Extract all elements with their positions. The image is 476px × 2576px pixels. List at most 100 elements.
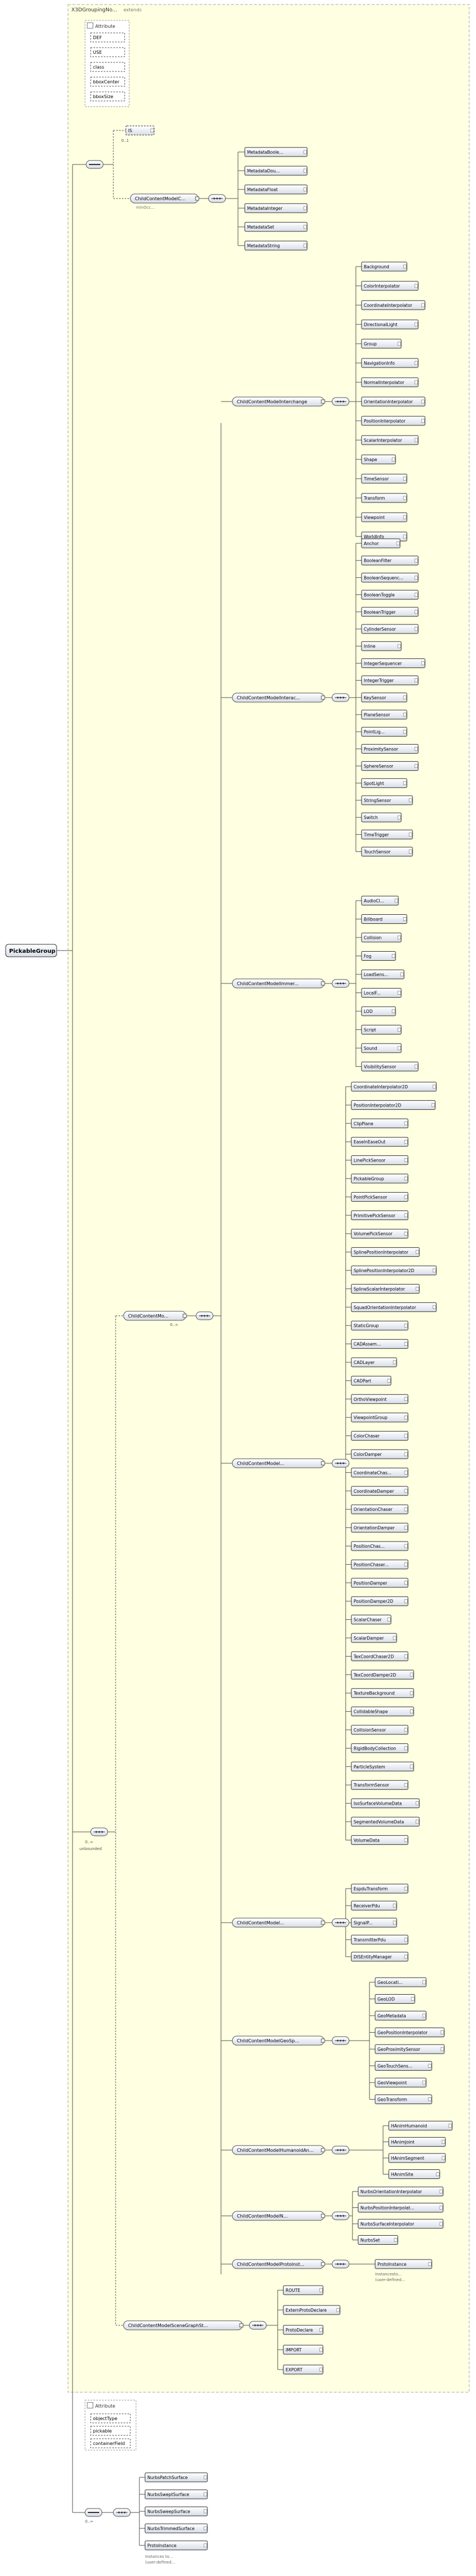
group-2-item-spheresensor[interactable]: SphereSensor xyxy=(361,761,419,771)
group-4-item-isosurfacevolumedata-expand-icon[interactable] xyxy=(415,1801,419,1805)
group-4-item-linepicksensor-expand-icon[interactable] xyxy=(404,1158,408,1162)
group-6-item-geoviewpoint[interactable]: GeoViewpoint xyxy=(375,2077,427,2088)
group-3-item-visibilitysensor-expand-icon[interactable] xyxy=(414,1065,418,1069)
group-4-item-volumepicksensor[interactable]: VolumePickSensor xyxy=(351,1228,409,1239)
group-6-item-geotouchsens[interactable]: GeoTouchSens... xyxy=(375,2061,432,2071)
group-4-item-viewpointgroup[interactable]: ViewpointGroup xyxy=(351,1412,409,1422)
metadata-item-metadatastring-expand-icon[interactable] xyxy=(303,243,307,248)
metadata-item-metadatadou-expand-icon[interactable] xyxy=(303,168,307,173)
group-4-item-texcoordchaser2d[interactable]: TexCoordChaser2D xyxy=(351,1651,409,1661)
group-6-item-geolocati[interactable]: GeoLocati... xyxy=(375,1977,427,1987)
group-5-item-espdutransform[interactable]: EspduTransform xyxy=(351,1884,409,1894)
group-4-item-coordinatechas-expand-icon[interactable] xyxy=(404,1471,408,1475)
group-2-item-stringsensor-expand-icon[interactable] xyxy=(409,798,413,803)
group-4-item-volumedata-expand-icon[interactable] xyxy=(404,1838,408,1842)
group-4-item-orientationchaser-expand-icon[interactable] xyxy=(404,1507,408,1511)
group-1-item-orientationinterpolator-expand-icon[interactable] xyxy=(421,399,425,404)
group-3-item-billboard-expand-icon[interactable] xyxy=(403,917,407,921)
group-7-item-hanimjoint-expand-icon[interactable] xyxy=(441,2140,445,2144)
group-4-item-clipplane-expand-icon[interactable] xyxy=(404,1121,408,1126)
group-1-item-timesensor-expand-icon[interactable] xyxy=(403,476,407,481)
group-2-item-planesensor[interactable]: PlaneSensor xyxy=(361,710,407,720)
group-3-item-billboard[interactable]: Billboard xyxy=(361,914,407,924)
group-4-item-rigidbodycollection-expand-icon[interactable] xyxy=(404,1746,408,1750)
group-4-item-pointpicksensor-expand-icon[interactable] xyxy=(404,1195,408,1199)
group-8-item-nurbssurfaceinterpolator[interactable]: NurbsSurfaceInterpolator xyxy=(358,2219,444,2229)
group-5-item-signalp[interactable]: SignalP... xyxy=(351,1918,397,1928)
group-1-item-orientationinterpolator[interactable]: OrientationInterpolator xyxy=(361,396,426,407)
group-4-item-cadassem-expand-icon[interactable] xyxy=(404,1342,408,1346)
group-4-item-coordinatechas[interactable]: CoordinateChas... xyxy=(351,1467,409,1477)
group-4-item-squadorientationinterpolator[interactable]: SquadOrientationInterpolator xyxy=(351,1302,437,1312)
metadata-group-expand-icon[interactable] xyxy=(195,196,199,201)
is-element-expand-icon[interactable] xyxy=(150,128,154,133)
group-1-item-group-expand-icon[interactable] xyxy=(397,341,401,346)
group-2-item-booleansequenc-expand-icon[interactable] xyxy=(414,576,418,580)
scenegraph-item-route[interactable]: ROUTE xyxy=(283,2285,324,2295)
metadata-item-metadatastring[interactable]: MetadataString xyxy=(244,240,308,251)
metadata-item-metadatafloat[interactable]: MetadataFloat xyxy=(244,184,308,195)
group-2-item-planesensor-expand-icon[interactable] xyxy=(403,712,407,717)
group-4-item-collidableshape[interactable]: CollidableShape xyxy=(351,1707,414,1717)
metadata-group[interactable]: ChildContentModelC... xyxy=(130,193,199,204)
group-4-item-viewpointgroup-expand-icon[interactable] xyxy=(404,1415,408,1420)
group-3-expand-icon[interactable] xyxy=(321,981,325,986)
bottom-item-nurbspatchsurface-expand-icon[interactable] xyxy=(203,2475,207,2480)
group-4-item-collisionsensor-expand-icon[interactable] xyxy=(404,1728,408,1732)
group-2-item-booleantrigger-expand-icon[interactable] xyxy=(414,610,418,614)
group-2-item-inline[interactable]: Inline xyxy=(361,641,402,651)
group-4-item-splinescalarinterpolator[interactable]: SplineScalarInterpolator xyxy=(351,1283,420,1294)
group-1-item-scalarinterpolator[interactable]: ScalarInterpolator xyxy=(361,435,419,445)
group-3-item-audiocl-expand-icon[interactable] xyxy=(394,898,398,903)
group-4-item-positioninterpolator2d[interactable]: PositionInterpolator2D xyxy=(351,1100,436,1110)
group-4-item-colordamper[interactable]: ColorDamper xyxy=(351,1449,409,1459)
group-2-item-pointlig-expand-icon[interactable] xyxy=(403,729,407,734)
scenegraph-group-expand-icon[interactable] xyxy=(239,2323,244,2328)
group-4-item-particlesystem-expand-icon[interactable] xyxy=(410,1764,414,1769)
group-8-expand-icon[interactable] xyxy=(321,2214,325,2218)
group-2-item-booleantrigger[interactable]: BooleanTrigger xyxy=(361,607,419,617)
root-node[interactable]: PickableGroup xyxy=(5,944,57,957)
group-6-item-geometadata-expand-icon[interactable] xyxy=(422,2013,426,2018)
group-6-item-geoproximitysensor[interactable]: GeoProximitySensor xyxy=(375,2044,445,2054)
group-4-item-pointpicksensor[interactable]: PointPickSensor xyxy=(351,1192,409,1202)
group-4-item-linepicksensor[interactable]: LinePickSensor xyxy=(351,1155,409,1165)
group-7-item-hanimsite-expand-icon[interactable] xyxy=(436,2172,440,2176)
group-4-item-staticgroup-expand-icon[interactable] xyxy=(404,1323,408,1328)
scenegraph-item-protodeclare-expand-icon[interactable] xyxy=(319,2328,323,2332)
group-4-item-coordinateinterpolator2d[interactable]: CoordinateInterpolator2D xyxy=(351,1082,437,1092)
group-7[interactable]: ChildContentModelHumanoidAn... xyxy=(232,2145,325,2155)
group-2-item-spotlight-expand-icon[interactable] xyxy=(403,781,407,786)
group-1[interactable]: ChildContentModelInterchange xyxy=(232,396,325,407)
group-4-item-texcoordchaser2d-expand-icon[interactable] xyxy=(404,1654,408,1658)
group-6-item-geoproximitysensor-expand-icon[interactable] xyxy=(440,2047,444,2051)
group-4-item-transformsensor[interactable]: TransformSensor xyxy=(351,1780,409,1790)
group-4-item-scalardamper[interactable]: ScalarDamper xyxy=(351,1633,397,1643)
group-2-item-booleansequenc[interactable]: BooleanSequenc... xyxy=(361,572,419,582)
group-4-item-transformsensor-expand-icon[interactable] xyxy=(404,1783,408,1787)
group-4-item-isosurfacevolumedata[interactable]: IsoSurfaceVolumeData xyxy=(351,1798,420,1809)
group-1-item-viewpoint-expand-icon[interactable] xyxy=(403,515,407,520)
group-3-item-fog-expand-icon[interactable] xyxy=(392,954,396,958)
group-5-item-espdutransform-expand-icon[interactable] xyxy=(404,1886,408,1891)
scenegraph-item-route-expand-icon[interactable] xyxy=(319,2288,323,2292)
group-4-item-scalardamper-expand-icon[interactable] xyxy=(393,1636,397,1640)
group-1-item-transform-expand-icon[interactable] xyxy=(403,496,407,500)
group-8-item-nurbssurfaceinterpolator-expand-icon[interactable] xyxy=(439,2222,443,2226)
group-3-item-collision-expand-icon[interactable] xyxy=(397,935,401,940)
group-4-item-positiondamper2d[interactable]: PositionDamper2D xyxy=(351,1596,409,1606)
group-1-item-positioninterpolator-expand-icon[interactable] xyxy=(421,419,425,423)
group-1-item-navigationinfo[interactable]: NavigationInfo xyxy=(361,358,419,368)
group-2-item-switch-expand-icon[interactable] xyxy=(397,815,401,820)
group-2-item-keysensor[interactable]: KeySensor xyxy=(361,692,407,703)
group-1-item-shape-expand-icon[interactable] xyxy=(392,457,396,462)
group-9-item-protoinstance-expand-icon[interactable] xyxy=(428,2262,432,2266)
group-4-item-positionchaser[interactable]: PositionChaser... xyxy=(351,1559,409,1569)
group-4-item-splinepositioninterpolator2d[interactable]: SplinePositionInterpolator2D xyxy=(351,1265,437,1276)
group-4-item-primitivepicksensor-expand-icon[interactable] xyxy=(404,1213,408,1218)
group-4-item-splinescalarinterpolator-expand-icon[interactable] xyxy=(415,1287,419,1291)
group-3[interactable]: ChildContentModelImmer... xyxy=(232,978,325,989)
group-2-item-integersequencer-expand-icon[interactable] xyxy=(421,661,425,665)
metadata-item-metadatafloat-expand-icon[interactable] xyxy=(303,187,307,192)
group-1-item-colorinterpolator-expand-icon[interactable] xyxy=(414,284,418,288)
